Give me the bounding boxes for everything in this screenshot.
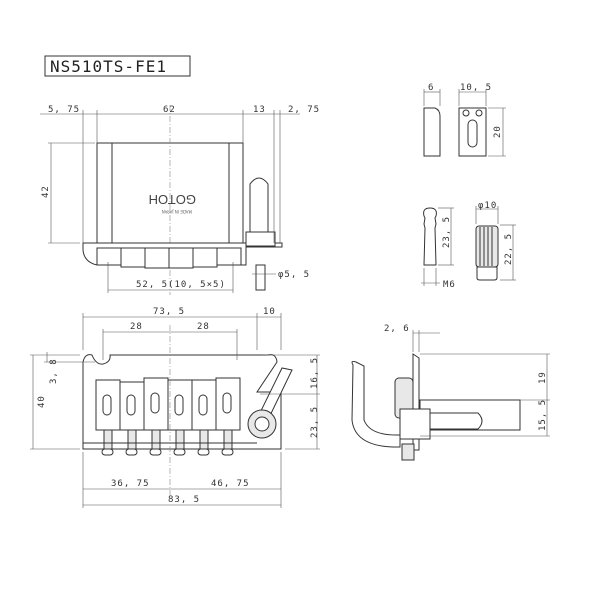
svg-text:40: 40 [37, 395, 47, 408]
svg-text:20: 20 [493, 125, 503, 138]
svg-text:22, 5: 22, 5 [504, 233, 514, 265]
svg-text:23, 5: 23, 5 [442, 216, 452, 248]
springs [103, 429, 233, 450]
svg-text:28: 28 [197, 322, 210, 332]
top-view: GOTOH MADE IN JAPAN 5, 75 62 13 2, 75 42 [40, 105, 320, 295]
svg-text:φ10: φ10 [478, 201, 497, 211]
model-title: NS510TS-FE1 [50, 57, 167, 76]
svg-text:6: 6 [428, 83, 434, 93]
svg-text:GOTOH: GOTOH [149, 192, 196, 207]
svg-text:MADE IN JAPAN: MADE IN JAPAN [162, 209, 192, 214]
svg-text:2, 6: 2, 6 [384, 324, 410, 334]
svg-text:23, 5: 23, 5 [310, 406, 320, 438]
saddles-top [96, 247, 242, 269]
svg-text:16, 5: 16, 5 [310, 357, 320, 389]
svg-text:36, 75: 36, 75 [111, 479, 150, 489]
gotoh-logo: GOTOH MADE IN JAPAN [149, 192, 196, 214]
svg-text:42: 42 [41, 185, 51, 198]
arm-tip [249, 177, 269, 233]
side-view: 2, 6 19 15, 5 [351, 324, 550, 461]
svg-text:19: 19 [538, 371, 548, 384]
svg-text:15, 5: 15, 5 [538, 399, 548, 431]
pivot-detail: 23, 5 M6 [421, 207, 456, 290]
svg-text:83, 5: 83, 5 [168, 495, 200, 505]
svg-text:10: 10 [263, 307, 276, 317]
front-view: 73, 5 10 28 28 40 3, 8 16, 5 23, 5 36, 7… [30, 307, 320, 508]
svg-text:10, 5: 10, 5 [460, 83, 492, 93]
saddles-front [95, 377, 241, 431]
svg-text:28: 28 [130, 322, 143, 332]
svg-text:13: 13 [253, 105, 266, 115]
svg-text:46, 75: 46, 75 [211, 479, 250, 489]
svg-text:73, 5: 73, 5 [153, 307, 185, 317]
svg-text:M6: M6 [443, 280, 456, 290]
arm-side [351, 360, 401, 448]
svg-text:2, 75: 2, 75 [288, 105, 320, 115]
svg-text:52, 5(10, 5×5): 52, 5(10, 5×5) [136, 280, 226, 290]
svg-text:5, 75: 5, 75 [48, 105, 80, 115]
title-box [44, 55, 191, 77]
svg-text:φ5, 5: φ5, 5 [278, 270, 310, 280]
saddle-detail: 6 10, 5 20 [423, 83, 506, 157]
svg-text:3, 8: 3, 8 [49, 358, 59, 384]
bushing-detail: φ10 22, 5 [475, 201, 516, 281]
svg-text:62: 62 [163, 105, 176, 115]
arm-shaft [255, 264, 266, 291]
